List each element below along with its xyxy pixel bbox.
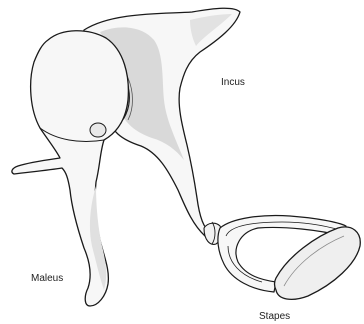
stapes-bone <box>204 216 360 300</box>
malleus-bone <box>12 31 128 306</box>
malleus-label: Maleus <box>31 273 63 284</box>
malleus-body <box>12 31 128 306</box>
stapes-label: Stapes <box>259 311 290 322</box>
malleus-lateral-process <box>90 123 106 137</box>
stapes-footplate <box>275 227 361 299</box>
incus-label: Incus <box>221 77 245 88</box>
